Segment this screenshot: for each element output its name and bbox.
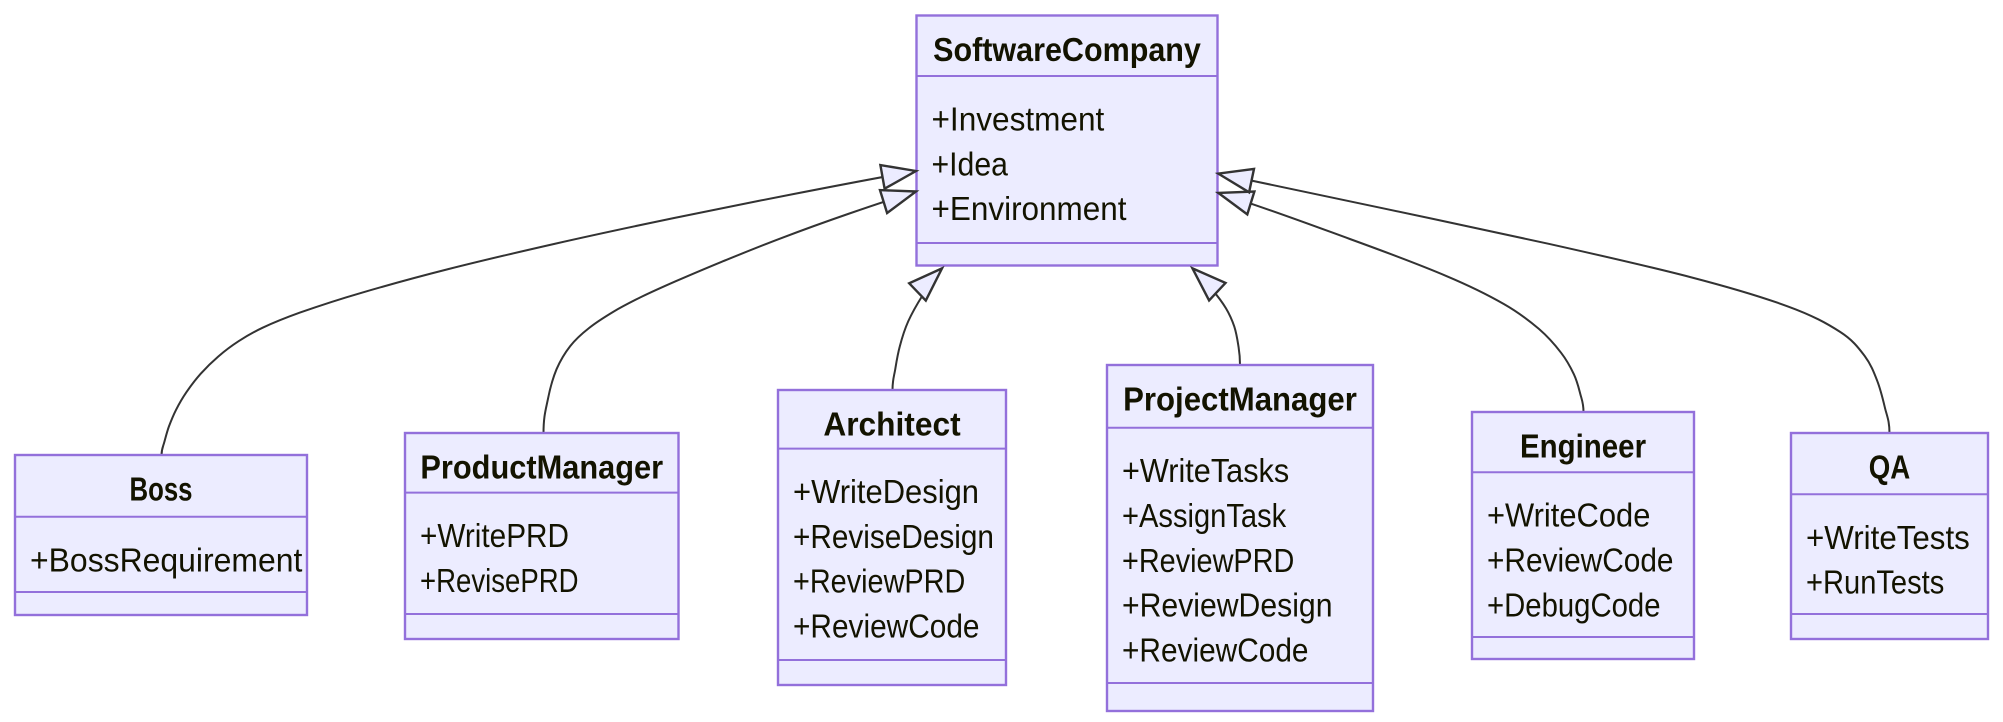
svg-text:Engineer: Engineer	[1520, 428, 1646, 465]
svg-text:+RevisePRD: +RevisePRD	[420, 562, 579, 599]
svg-text:+WritePRD: +WritePRD	[420, 517, 569, 554]
svg-text:+WriteTests: +WriteTests	[1806, 519, 1970, 556]
svg-text:+ReviewPRD: +ReviewPRD	[1122, 542, 1294, 579]
svg-text:QA: QA	[1869, 449, 1911, 486]
svg-text:+Environment: +Environment	[932, 190, 1127, 227]
svg-text:ProductManager: ProductManager	[420, 449, 663, 486]
svg-text:ProjectManager: ProjectManager	[1123, 381, 1357, 418]
svg-text:+ReviewCode: +ReviewCode	[1122, 631, 1309, 668]
svg-text:Architect: Architect	[823, 406, 960, 443]
svg-text:Boss: Boss	[130, 471, 193, 508]
svg-text:+ReviewCode: +ReviewCode	[1487, 542, 1674, 579]
svg-text:+WriteCode: +WriteCode	[1487, 497, 1650, 534]
svg-text:+ReviewPRD: +ReviewPRD	[793, 563, 965, 600]
svg-text:SoftwareCompany: SoftwareCompany	[933, 31, 1201, 68]
svg-text:+Investment: +Investment	[932, 101, 1105, 138]
svg-text:+WriteTasks: +WriteTasks	[1122, 452, 1289, 489]
svg-text:+AssignTask: +AssignTask	[1122, 497, 1287, 534]
svg-text:+BossRequirement: +BossRequirement	[30, 541, 302, 578]
svg-text:+RunTests: +RunTests	[1806, 564, 1944, 601]
svg-text:+ReviewDesign: +ReviewDesign	[1122, 587, 1333, 624]
svg-text:+Idea: +Idea	[932, 145, 1009, 182]
svg-text:+DebugCode: +DebugCode	[1487, 586, 1661, 623]
svg-text:+WriteDesign: +WriteDesign	[793, 473, 979, 510]
svg-text:+ReviseDesign: +ReviseDesign	[793, 518, 994, 555]
svg-text:+ReviewCode: +ReviewCode	[793, 608, 980, 645]
